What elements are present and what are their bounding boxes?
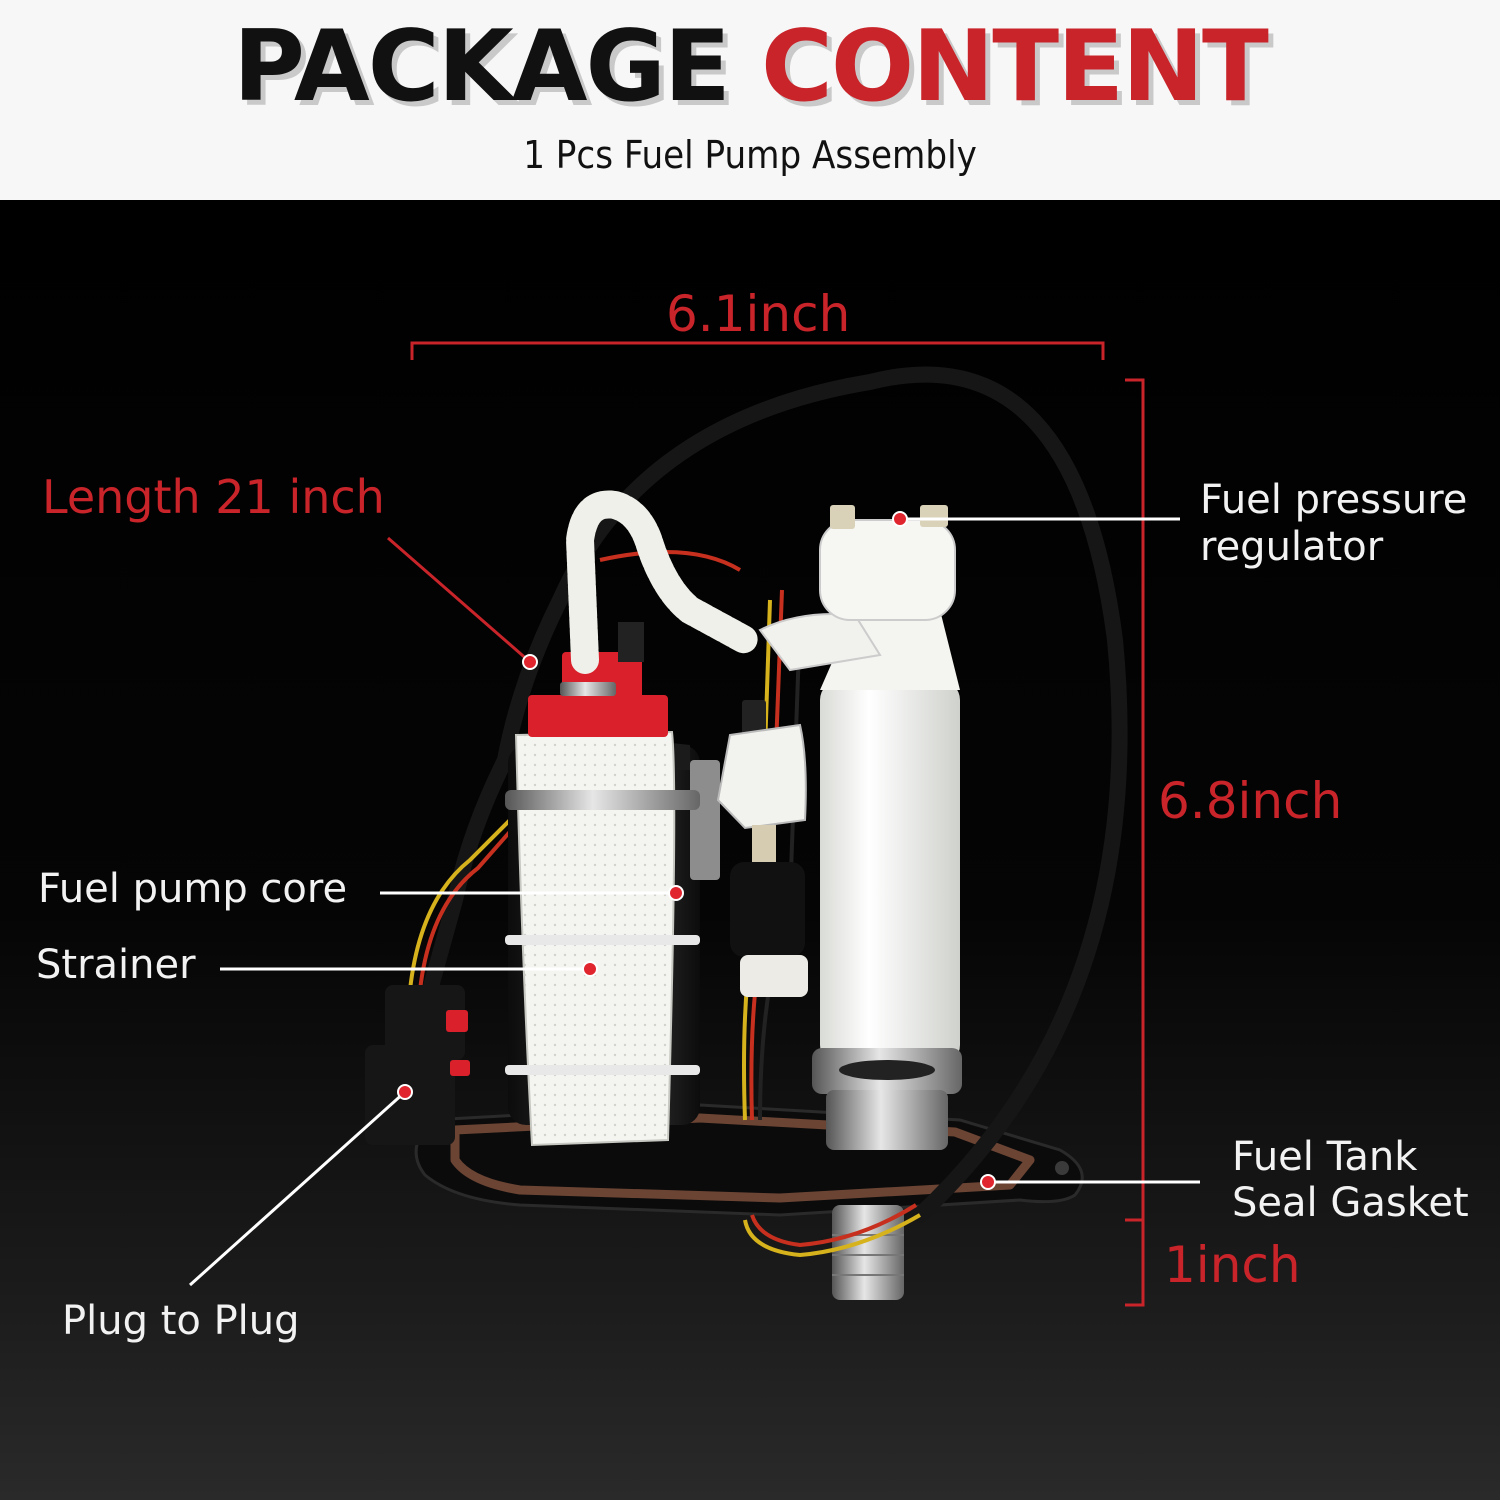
width-bracket — [410, 341, 1105, 360]
dot-regulator — [892, 511, 908, 527]
leader-plug — [188, 1090, 407, 1287]
strainer-label: Strainer — [36, 942, 196, 988]
pump-core-label: Fuel pump core — [38, 866, 348, 912]
bottom-dimension-label: 1inch — [1164, 1236, 1301, 1294]
pump-clamps — [505, 790, 700, 1075]
title-word-package: PACKAGE — [233, 10, 731, 124]
harness-cable — [422, 366, 1128, 1223]
dot-length — [522, 654, 538, 670]
bottom-bracket — [1125, 1218, 1145, 1307]
gasket-label-line1: Fuel Tank — [1232, 1134, 1418, 1180]
dot-gasket — [980, 1174, 996, 1190]
header-banner: PACKAGE CONTENT 1 Pcs Fuel Pump Assembly — [0, 0, 1500, 200]
page-title: PACKAGE CONTENT — [0, 12, 1500, 122]
leader-length — [387, 536, 531, 664]
corrugated-hose — [565, 490, 759, 674]
dimension-lines — [410, 341, 1145, 1307]
bottom-outlet — [832, 1205, 904, 1300]
height-dimension-label: 6.8inch — [1158, 772, 1343, 830]
fuel-pressure-regulator — [758, 505, 960, 1065]
callout-lines — [188, 517, 1200, 1287]
dot-plug — [397, 1084, 413, 1100]
middle-connector — [716, 700, 808, 997]
callout-dots — [397, 511, 996, 1190]
height-bracket — [1125, 378, 1145, 1222]
plug-connector — [365, 985, 470, 1145]
pump-red-cap — [528, 622, 668, 737]
regulator-label-line1: Fuel pressure — [1200, 477, 1468, 523]
page-subtitle: 1 Pcs Fuel Pump Assembly — [523, 133, 977, 177]
dot-pump-core — [668, 885, 684, 901]
regulator-base — [812, 1048, 962, 1150]
regulator-label-line2: regulator — [1200, 524, 1384, 570]
cable-length-label: Length 21 inch — [42, 470, 385, 524]
gasket-label-line2: Seal Gasket — [1232, 1180, 1469, 1226]
plug-label: Plug to Plug — [62, 1298, 300, 1344]
title-word-content: CONTENT — [760, 10, 1269, 124]
dot-strainer — [582, 961, 598, 977]
width-dimension-label: 6.1inch — [666, 285, 851, 343]
